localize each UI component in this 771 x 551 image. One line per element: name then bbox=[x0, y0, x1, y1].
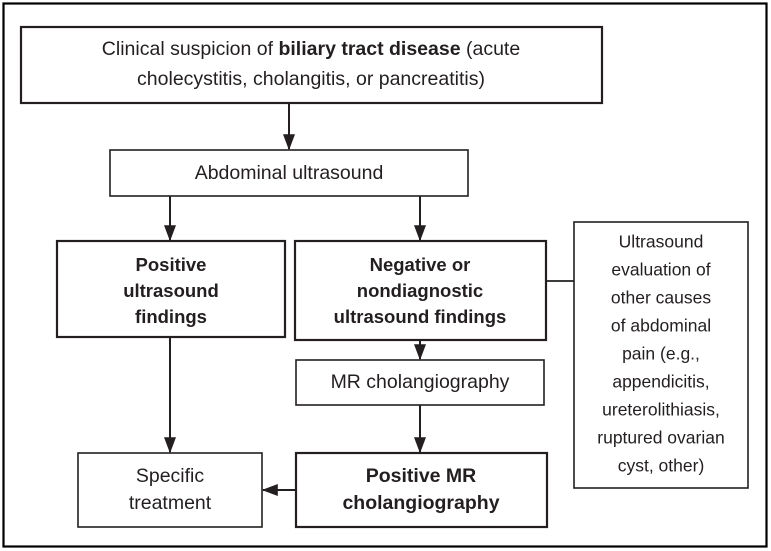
other-causes-line-2: evaluation of bbox=[611, 260, 710, 280]
negative-ultrasound-line-1: Negative or bbox=[370, 254, 471, 275]
abdominal-ultrasound-box bbox=[109, 149, 469, 197]
clinical-suspicion-box bbox=[19, 25, 604, 105]
other-causes-line-9: cyst, other) bbox=[618, 456, 705, 476]
clinical-suspicion-text-bold: biliary tract disease bbox=[278, 38, 460, 60]
node-clinical-suspicion[interactable]: Clinical suspicion of biliary tract dise… bbox=[19, 25, 604, 105]
node-mr-cholangiography[interactable]: MR cholangiography bbox=[295, 359, 545, 406]
specific-treatment-line-1: Specific bbox=[136, 465, 205, 487]
node-negative-ultrasound-findings[interactable]: Negative or nondiagnostic ultrasound fin… bbox=[293, 239, 548, 342]
clinical-suspicion-text-pre: Clinical suspicion of bbox=[102, 38, 279, 60]
mr-cholangiography-box bbox=[295, 359, 545, 406]
node-abdominal-ultrasound[interactable]: Abdominal ultrasound bbox=[109, 149, 469, 197]
other-causes-line-7: ureterolithiasis, bbox=[602, 400, 720, 420]
specific-treatment-box bbox=[77, 452, 263, 528]
positive-ultrasound-line-3: findings bbox=[135, 306, 207, 327]
negative-ultrasound-line-2: nondiagnostic bbox=[357, 280, 483, 301]
positive-ultrasound-line-2: ultrasound bbox=[123, 280, 219, 301]
other-causes-line-6: appendicitis, bbox=[612, 372, 709, 392]
abdominal-ultrasound-label: Abdominal ultrasound bbox=[195, 162, 384, 184]
node-ultrasound-evaluation-other-causes[interactable]: Ultrasound evaluation of other causes of… bbox=[573, 221, 749, 489]
negative-ultrasound-box bbox=[293, 239, 548, 342]
other-causes-line-8: ruptured ovarian bbox=[597, 428, 724, 448]
node-positive-ultrasound-findings[interactable]: Positive ultrasound findings bbox=[55, 239, 287, 339]
clinical-suspicion-line-1: Clinical suspicion of biliary tract dise… bbox=[102, 38, 520, 60]
clinical-suspicion-line-2: cholecystitis, cholangitis, or pancreati… bbox=[137, 68, 485, 90]
node-specific-treatment[interactable]: Specific treatment bbox=[77, 452, 263, 528]
other-causes-line-3: other causes bbox=[611, 288, 711, 308]
node-positive-mr-cholangiography[interactable]: Positive MR cholangiography bbox=[294, 451, 549, 529]
clinical-suspicion-text-post: (acute bbox=[461, 38, 521, 60]
specific-treatment-line-2: treatment bbox=[129, 492, 212, 514]
other-causes-line-4: of abdominal bbox=[611, 316, 711, 336]
negative-ultrasound-line-3: ultrasound findings bbox=[334, 306, 507, 327]
other-causes-line-5: pain (e.g., bbox=[622, 344, 700, 364]
positive-mr-line-2: cholangiography bbox=[342, 492, 499, 514]
other-causes-line-1: Ultrasound bbox=[619, 232, 704, 252]
mr-cholangiography-label: MR cholangiography bbox=[331, 371, 510, 393]
positive-mr-box bbox=[294, 451, 549, 529]
positive-ultrasound-line-1: Positive bbox=[136, 254, 207, 275]
positive-ultrasound-box bbox=[55, 239, 287, 339]
other-causes-box bbox=[573, 221, 749, 489]
positive-mr-line-1: Positive MR bbox=[366, 465, 477, 487]
